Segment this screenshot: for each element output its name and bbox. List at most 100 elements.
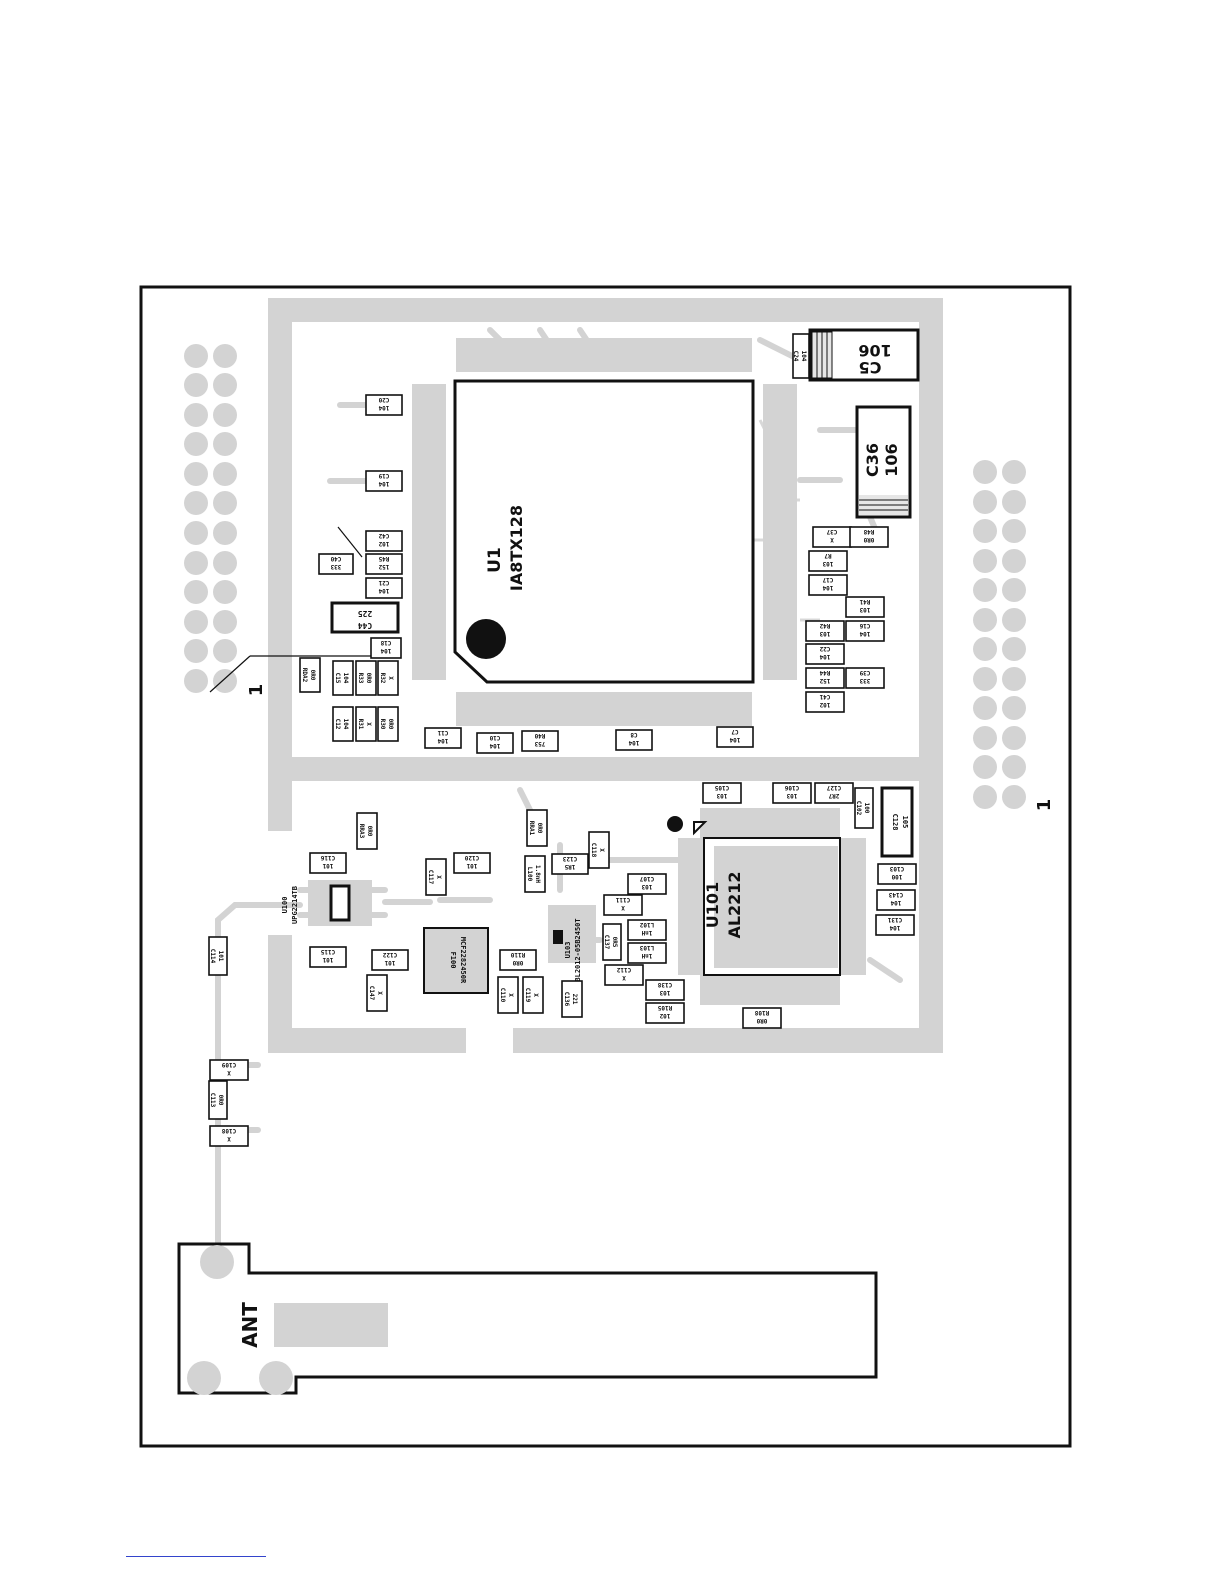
part-body	[476, 732, 514, 754]
c44-value: 225	[358, 609, 373, 618]
f100-ref: F100	[449, 952, 457, 969]
part-value: X	[532, 993, 539, 997]
u100-value: UPG2214TB	[291, 886, 299, 924]
part-value: 104	[342, 719, 349, 730]
part-value: 333	[859, 677, 870, 684]
part-value: 104	[437, 737, 448, 744]
part-value: X	[227, 1069, 231, 1076]
part-body	[497, 976, 519, 1014]
part-ref: C123	[562, 855, 577, 862]
part-ref: C15	[334, 673, 341, 684]
u101-value: AL2212	[725, 871, 744, 938]
part-ref: C21	[378, 579, 389, 586]
part-body	[875, 914, 915, 936]
part-value: X	[830, 536, 834, 543]
part-value: 0R0	[366, 826, 373, 837]
part-ref: R7	[824, 552, 832, 559]
part-ref: C122	[382, 951, 397, 958]
part-ref: C138	[657, 981, 672, 988]
part-ref: C119	[524, 988, 531, 1003]
part-value: 104	[378, 404, 389, 411]
part-body	[603, 894, 643, 916]
passive-components: 104C20104C19102C42152R45333C40104C21104C…	[208, 333, 917, 1147]
c36-ref: C36	[863, 443, 882, 477]
part-value: 104	[378, 587, 389, 594]
part-value: 0R0	[536, 823, 543, 834]
part-ref: C37	[826, 528, 837, 535]
part-value: 104	[378, 480, 389, 487]
part-value: 221	[571, 994, 578, 1005]
part-ref: C22	[819, 645, 830, 652]
part-ref: C103	[889, 865, 904, 872]
part-body	[356, 812, 378, 850]
part-ref: R42	[819, 622, 830, 629]
part-body	[645, 1002, 685, 1024]
part-ref: C40	[330, 555, 341, 562]
part-value: 104	[859, 630, 870, 637]
part-value: 0R0	[387, 719, 394, 730]
u100-switch: U100 UPG2214TB	[281, 880, 372, 926]
part-value: 103	[822, 560, 833, 567]
part-body	[377, 660, 399, 696]
c5-value: 106	[858, 341, 891, 360]
part-body	[499, 949, 537, 971]
part-value: 0R0	[365, 673, 372, 684]
part-ref: RRA3	[358, 824, 365, 839]
part-ref: R40	[534, 732, 545, 739]
part-body	[772, 782, 812, 804]
part-body	[702, 782, 742, 804]
part-body	[742, 1007, 782, 1029]
part-body	[309, 852, 347, 874]
part-body	[453, 852, 491, 874]
part-body	[208, 936, 228, 976]
part-value: 100	[863, 803, 870, 814]
part-value: 100	[891, 873, 902, 880]
part-body	[355, 706, 377, 742]
part-value: 104	[342, 673, 349, 684]
part-body	[309, 946, 347, 968]
u1-pin1-dot	[466, 619, 506, 659]
part-value: 102	[819, 701, 830, 708]
part-ref: R105	[657, 1004, 672, 1011]
part-value: 0R0	[863, 536, 874, 543]
part-body	[805, 667, 845, 689]
part-body	[814, 782, 854, 804]
c44-capacitor: 225 C44	[330, 601, 400, 634]
part-body	[425, 858, 447, 896]
part-body	[318, 553, 354, 575]
part-body	[561, 980, 583, 1018]
part-body	[299, 657, 321, 693]
part-body	[365, 470, 403, 492]
c5-capacitor: 106 C5	[808, 328, 920, 382]
part-value: 753	[534, 740, 545, 747]
part-ref: C112	[616, 966, 631, 973]
part-body	[209, 1125, 249, 1147]
part-body	[877, 863, 917, 885]
part-ref: C109	[221, 1061, 236, 1068]
part-value: 0R0	[512, 959, 523, 966]
part-body	[792, 333, 810, 379]
part-body	[805, 691, 845, 713]
board-outline	[139, 285, 1072, 1448]
u1-pad-rows	[412, 338, 797, 726]
part-body	[551, 853, 589, 875]
